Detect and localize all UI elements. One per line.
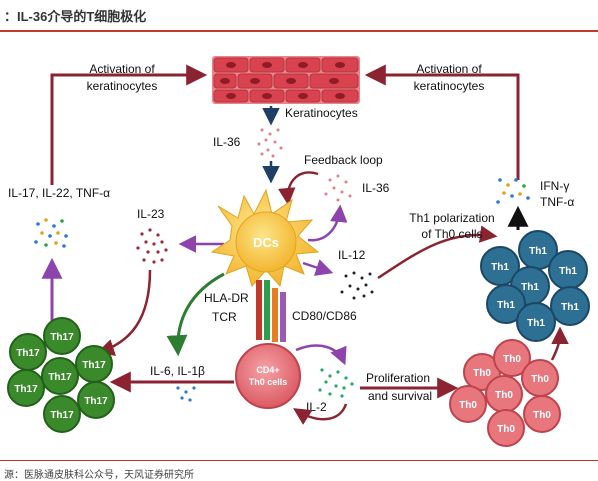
il2-dots [318,368,354,398]
th0-cell-label: Th0 [531,374,549,385]
top-rule [0,30,598,32]
activation-left-line1: Activation of [89,62,155,76]
th17-cell-label: Th17 [48,372,72,383]
activation-right-line1: Activation of [416,62,482,76]
dc-to-il36-arrow [307,204,348,242]
keratinocyte-layer [212,56,360,104]
il6-il1b-label: IL-6, IL-1β [150,364,205,378]
il2-feedback-arrow [293,403,348,425]
th0-cell-label: Th0 [533,410,551,421]
th1-polarization-line2: of Th0 cells [421,227,482,241]
bottom-rule [0,460,598,461]
cd4-th0-cell [235,343,301,409]
feedback-loop-arrow [278,171,319,206]
th0-cell-label: Th0 [497,424,515,435]
th1-cell-label: Th1 [559,266,577,277]
il17-cytokine-dots [34,218,68,248]
th17-cell-label: Th17 [16,348,40,359]
th1-cell-label: Th1 [491,262,509,273]
dc-to-il12-arrow [302,259,334,276]
il12-to-th1-arrow [377,225,498,280]
dendritic-cell [210,188,320,288]
th0-cell-label: Th0 [503,354,521,365]
hla-dr-label: HLA-DR [204,291,249,305]
activation-right-line2: keratinocytes [414,79,485,93]
il23-dots [136,228,168,264]
proliferation-label: Proliferation [366,371,430,385]
th1-cell-label: Th1 [497,300,515,311]
feedback-loop-label: Feedback loop [304,153,383,167]
th1-cell-label: Th1 [529,246,547,257]
tnf-alpha-label: TNF-α [540,195,574,209]
ifn-gamma-label: IFN-γ [540,179,569,193]
survival-label: and survival [368,389,432,403]
th0-to-il2-arrow [295,344,347,366]
il36-pathway-diagram: Activation of keratinocytes Activation o… [7,56,590,447]
th17-cell-cluster [7,317,115,433]
th0-cell-label: Th0 [473,368,491,379]
th0-cell-cluster [449,339,561,447]
dcs-label: DCs [253,235,279,250]
th17-cell-label: Th17 [50,410,74,421]
activation-arrow-left [50,64,208,185]
dc-to-il6-arrow [166,272,225,357]
il2-label: IL-2 [306,400,327,414]
il12-dots [340,271,374,300]
il17-il22-tnf-label: IL-17, IL-22, TNF-α [8,186,110,200]
receptor-complex [256,280,286,342]
th1-cell-label: Th1 [521,282,539,293]
th0-cells-label: Th0 cells [249,377,288,387]
th0-cell-label: Th0 [495,390,513,401]
activation-left-line2: keratinocytes [87,79,158,93]
il12-label: IL-12 [338,248,366,262]
il23-label: IL-23 [137,207,165,221]
ifn-tnf-dots [496,178,530,204]
tcr-label: TCR [212,310,237,324]
keratinocytes-label: Keratinocytes [285,106,358,120]
source-note: 源：医脉通皮肤科公众号，天风证券研究所 [4,470,194,481]
th17-cell-label: Th17 [82,360,106,371]
th17-cell-label: Th17 [84,396,108,407]
cd80-cd86-label: CD80/CD86 [292,309,357,323]
il36-top-dots [257,128,283,158]
th1-cell-label: Th1 [561,302,579,313]
th0-cell-label: Th0 [459,400,477,411]
activation-arrow-right [364,64,520,180]
il36-right-dots [324,174,352,202]
cd4-label: CD4+ [256,365,279,375]
il36-right-label: IL-36 [362,181,390,195]
figure-title: ：IL-36介导的T细胞极化 [4,9,147,24]
th1-cell-label: Th1 [527,318,545,329]
th17-cell-label: Th17 [14,384,38,395]
il23-to-th17-arrow [96,269,152,356]
il6-dots [176,386,196,402]
th1-cell-cluster [480,230,590,342]
th17-cell-label: Th17 [50,332,74,343]
th0-to-th1-arrow [550,326,569,361]
th1-polarization-line1: Th1 polarization [409,211,494,225]
il36-top-label: IL-36 [213,135,241,149]
